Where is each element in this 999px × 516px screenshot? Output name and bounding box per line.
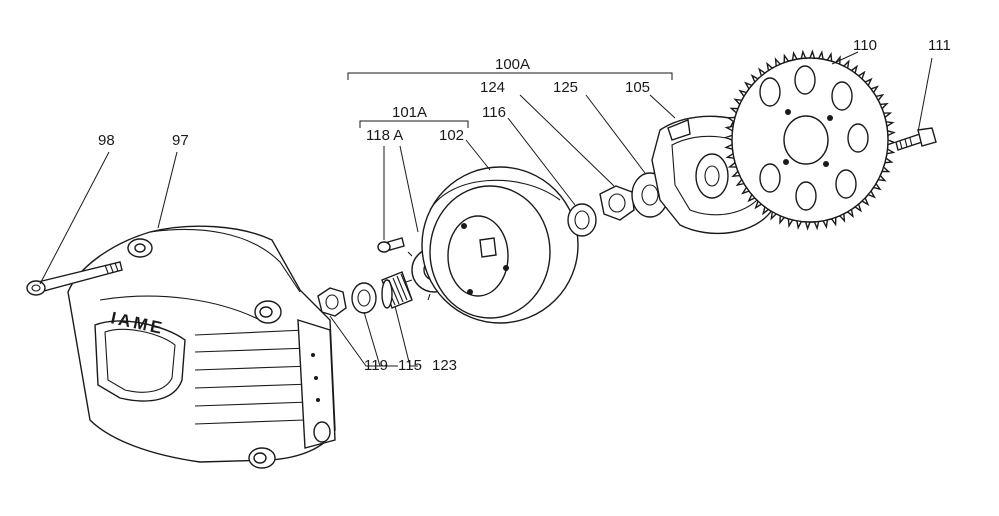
label-115: 115 bbox=[398, 357, 422, 374]
leader-lines bbox=[39, 51, 933, 367]
label-118a: 118 A bbox=[366, 127, 403, 144]
label-111: 111 bbox=[928, 37, 951, 54]
part-119-nut bbox=[317, 287, 347, 317]
part-124-nut bbox=[599, 185, 635, 221]
part-118a-screw bbox=[377, 237, 405, 253]
part-111-bolt bbox=[895, 127, 937, 151]
label-124: 124 bbox=[480, 79, 505, 96]
label-98: 98 bbox=[98, 132, 115, 149]
part-labels: 98 97 100A 101A 118 A 102 116 124 125 10… bbox=[98, 37, 951, 374]
part-116-spacer bbox=[567, 203, 597, 237]
label-102: 102 bbox=[439, 127, 464, 144]
label-97: 97 bbox=[172, 132, 189, 149]
part-110-gear bbox=[723, 49, 897, 231]
label-125: 125 bbox=[553, 79, 578, 96]
part-102-clutch-drum bbox=[421, 166, 579, 324]
part-123-needle-bearing bbox=[381, 271, 413, 309]
label-110: 110 bbox=[853, 37, 877, 54]
label-101a: 101A bbox=[392, 104, 427, 121]
part-115-washer bbox=[351, 282, 377, 314]
label-119: 119 bbox=[364, 357, 388, 374]
part-97-clutch-cover: IAME bbox=[67, 225, 336, 469]
label-100a: 100A bbox=[495, 56, 530, 73]
label-105: 105 bbox=[625, 79, 650, 96]
label-123: 123 bbox=[432, 357, 457, 374]
part-98-long-bolt bbox=[26, 261, 123, 296]
label-116: 116 bbox=[482, 104, 506, 121]
